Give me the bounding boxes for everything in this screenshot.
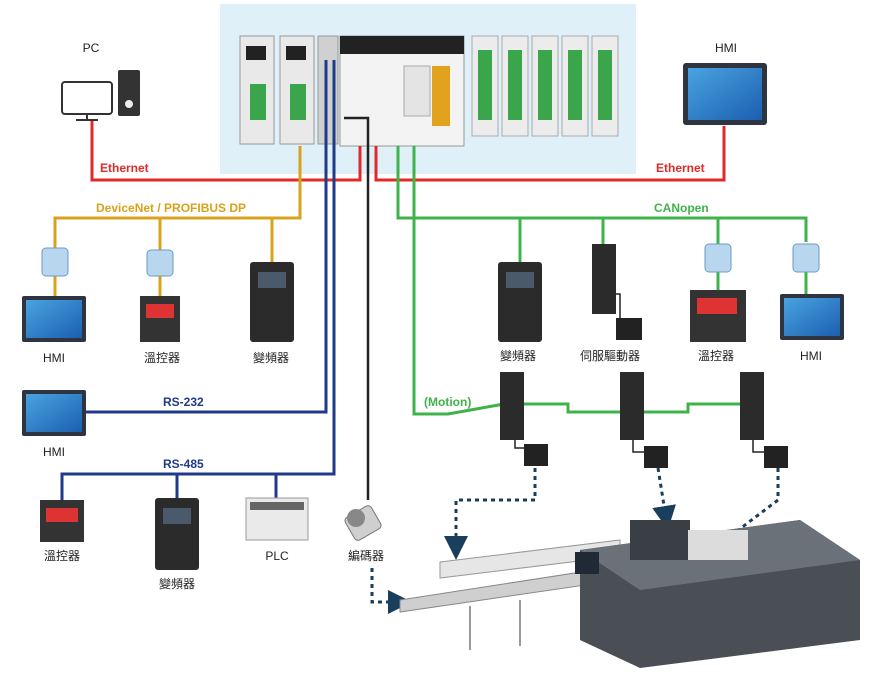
can-servo-device [592, 244, 642, 340]
devicenet-line [53, 146, 302, 248]
rs232-hmi-device [22, 390, 86, 436]
pc-icon [61, 70, 140, 121]
encoder-label: 編碼器 [348, 548, 384, 563]
dn-drive-device [250, 262, 294, 342]
dn-hmi-label: HMI [43, 351, 65, 365]
encoder-arrow [370, 568, 412, 614]
can-temp-label: 溫控器 [698, 349, 734, 363]
rs485-plc-device [245, 497, 309, 541]
can-drive-label: 變頻器 [500, 348, 536, 363]
motion-label: (Motion) [424, 395, 471, 409]
hmi-top-device [683, 63, 767, 125]
rs485-drive-device [155, 498, 199, 570]
hmi-top-label: HMI [715, 41, 737, 55]
can-drive-device [498, 262, 542, 342]
packaging-machine [399, 520, 860, 668]
encoder-line [344, 116, 370, 500]
dn-drive-label: 變頻器 [253, 350, 289, 365]
encoder-device [344, 505, 382, 541]
dn-temp-device [140, 296, 180, 342]
motion-arrow-3 [702, 468, 780, 558]
motion-servo-devices [500, 372, 788, 468]
rs485-label: RS-485 [163, 457, 204, 471]
devicenet-adapter-icons [41, 243, 820, 277]
can-hmi-device [780, 294, 844, 340]
rs485-temp-label: 溫控器 [44, 549, 80, 563]
rs232-hmi-label: HMI [43, 445, 65, 459]
motion-arrow-2 [652, 467, 676, 530]
ethernet-left-label: Ethernet [100, 161, 149, 175]
rs232-line [86, 60, 328, 414]
dn-hmi-device [22, 296, 86, 342]
devicenet-label: DeviceNet / PROFIBUS DP [96, 201, 246, 215]
pc-label: PC [83, 41, 100, 55]
rs485-drive-label: 變頻器 [159, 576, 195, 591]
ethernet-left-line [90, 120, 362, 182]
motion-line [412, 146, 752, 416]
dn-temp-label: 溫控器 [144, 351, 180, 365]
can-hmi-label: HMI [800, 349, 822, 363]
rs485-line [60, 60, 336, 500]
plc-rack [239, 35, 619, 147]
canopen-label: CANopen [654, 201, 709, 215]
can-temp-device [690, 290, 746, 342]
motion-arrow-1 [444, 468, 537, 560]
ethernet-right-line [374, 126, 726, 182]
rs485-plc-label: PLC [265, 549, 289, 563]
rs232-label: RS-232 [163, 395, 204, 409]
can-servo-label: 伺服驅動器 [580, 349, 640, 363]
rs485-temp-device [40, 500, 84, 542]
ethernet-right-label: Ethernet [656, 161, 705, 175]
